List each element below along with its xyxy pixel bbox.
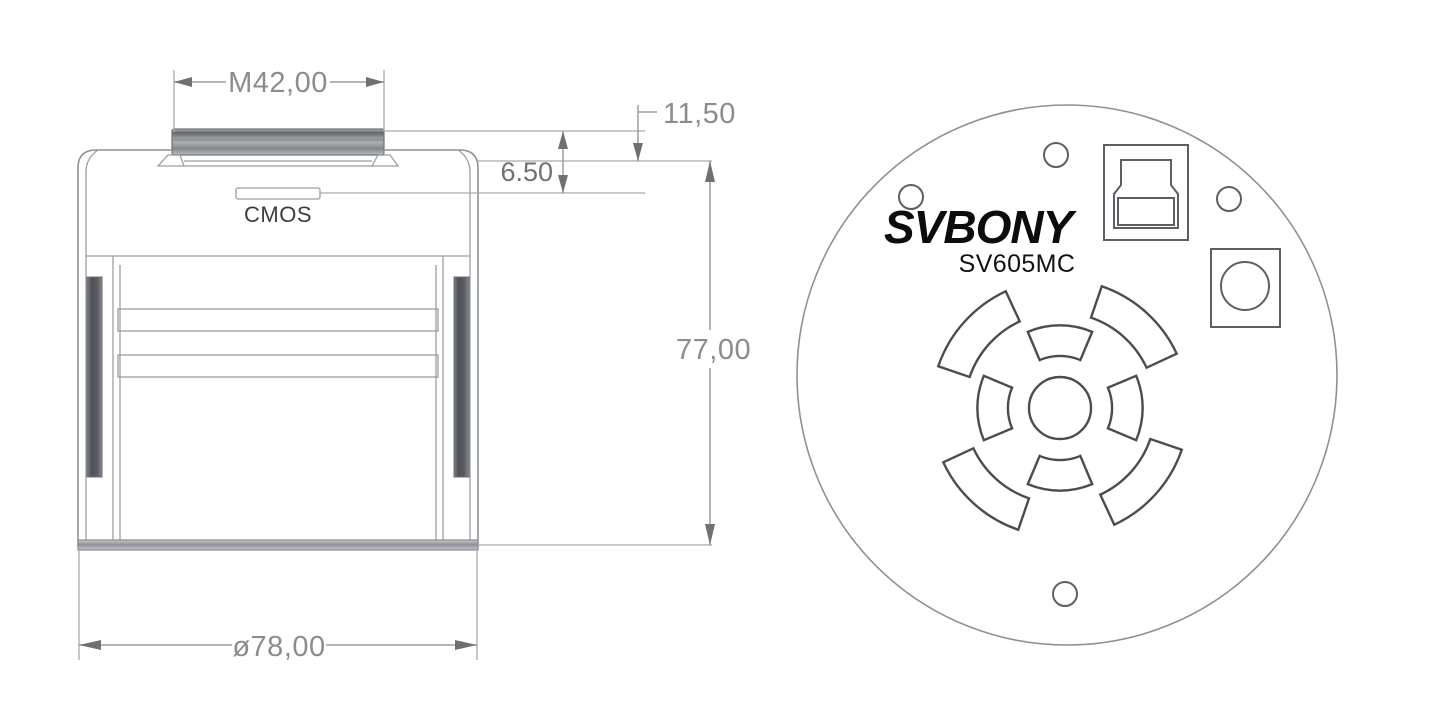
dimension-650: 6.50 [500,131,568,193]
dimension-value-7800: ø78,00 [232,631,325,663]
dimension-m42: M42,00 [173,67,385,132]
dimension-value-7700: 77,00 [676,334,751,366]
screw-hole-left-icon [898,184,924,210]
cooling-fin-bars [117,308,439,378]
dimension-7700: 77,00 [676,161,751,545]
base-plate [77,539,479,551]
model-number-text: SV605MC [959,250,1076,278]
dimension-value-1150: 11,50 [663,98,736,130]
dimension-value-650: 6.50 [500,157,553,187]
fan-grille-outer-ring [936,284,1184,532]
screw-hole-bottom-icon [1052,581,1078,607]
screw-hole-top-icon [1043,142,1069,168]
dc-power-jack-icon [1210,248,1281,328]
dimension-7800-diameter: ø78,00 [78,550,478,663]
cmos-sensor-slot [235,187,321,200]
m42-thread-barrel [171,128,385,156]
fan-grille-hub [1027,375,1093,441]
fan-grille-inner-ring [976,324,1144,492]
dimension-1150: 11,50 [633,98,736,161]
cmos-label: CMOS [244,202,312,227]
dimension-value-m42: M42,00 [228,67,328,99]
camera-body-outline [77,149,479,547]
rear-face-view: SVBONY SV605MC [796,104,1338,646]
fan-grille [936,284,1184,532]
usb-b-port-icon [1103,144,1189,241]
body-side-strips [86,276,470,478]
thread-flange-tabs [156,154,400,167]
brand-logo-text: SVBONY [884,201,1078,253]
rear-body-circle [796,104,1338,646]
dimension-annotations: M42,00 11,50 6.50 [78,67,751,663]
side-elevation-view: CMOS [77,128,479,551]
screw-hole-right-icon [1216,186,1242,212]
